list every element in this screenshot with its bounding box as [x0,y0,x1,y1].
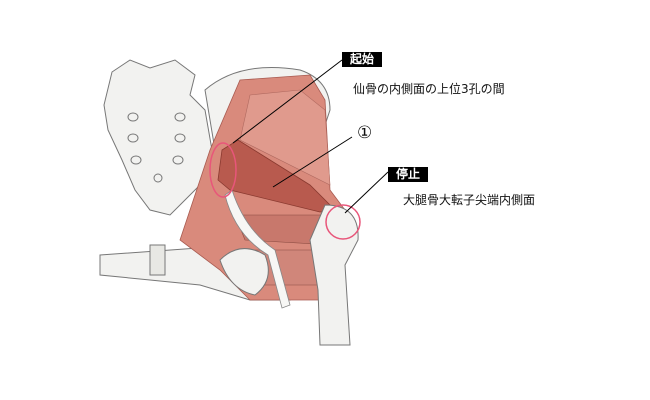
sciatic-nerve [224,189,291,309]
insertion-highlight-circle [325,204,361,240]
insertion-leader-line [344,171,389,214]
origin-description: 仙骨の内側面の上位3孔の間 [353,82,505,96]
origin-highlight-circle [209,142,237,198]
insertion-label: 停止 [388,167,429,182]
origin-leader-line [232,59,343,144]
muscle-number: ① [357,123,373,143]
insertion-description: 大腿骨大転子尖端内側面 [403,193,536,207]
muscle-leader-line [272,136,353,188]
gluteus-medius [239,89,331,186]
origin-label: 起始 [342,52,383,67]
femur-bone [309,204,359,346]
femoral-head [219,248,269,296]
